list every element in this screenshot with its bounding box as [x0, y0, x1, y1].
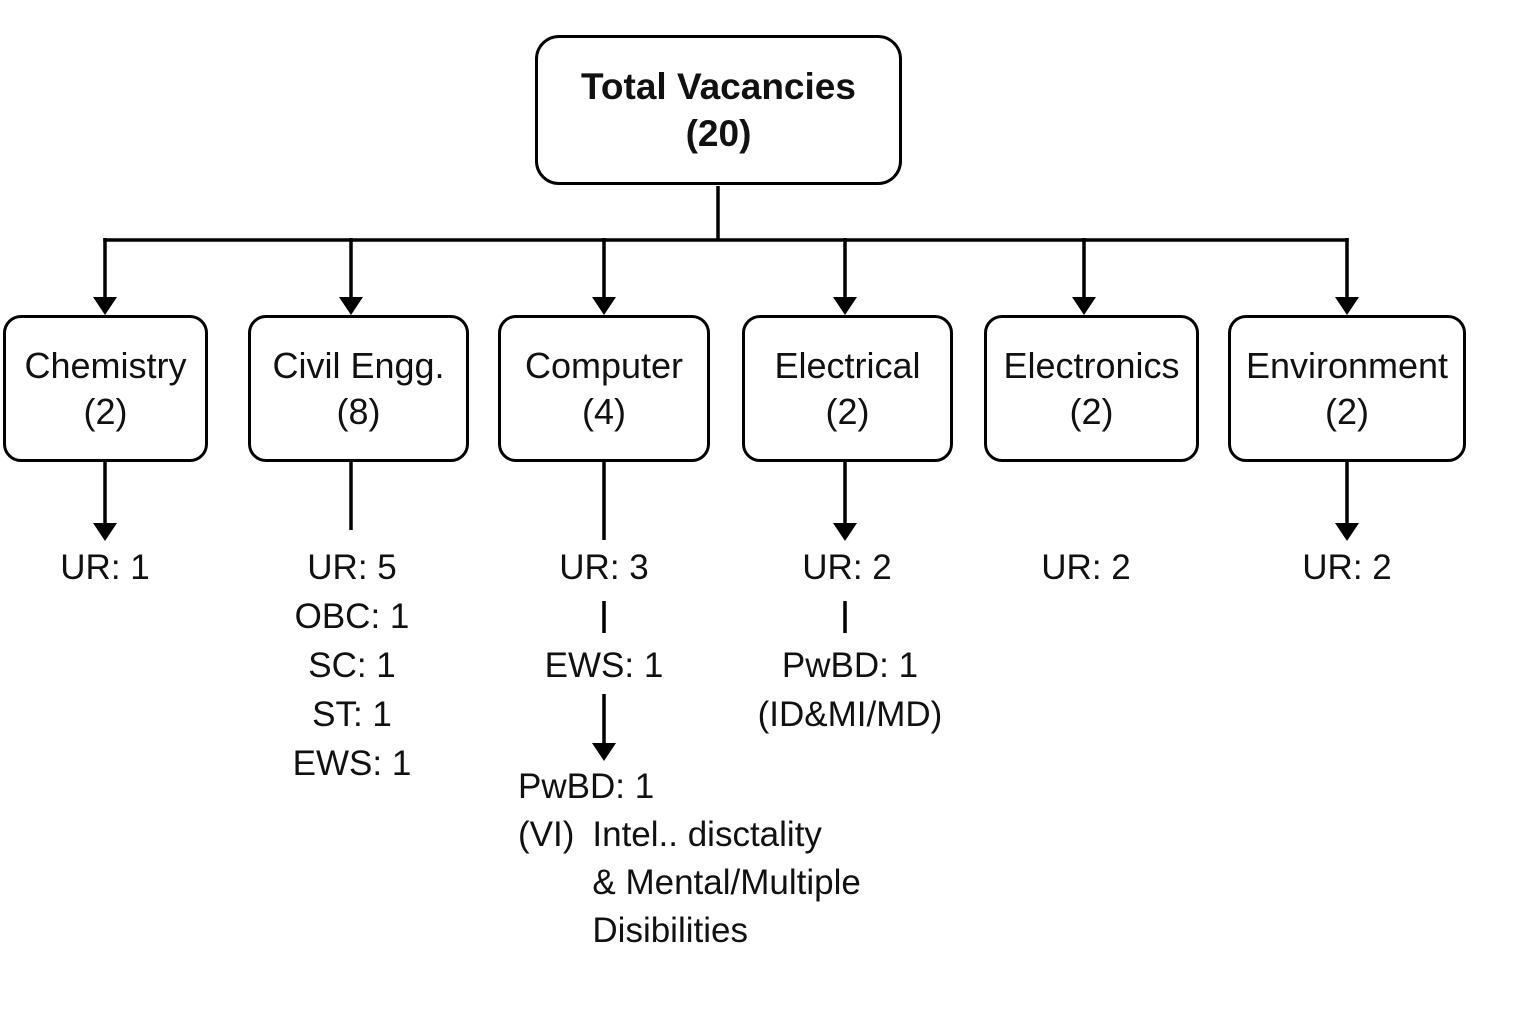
node-computer: Computer (4) [498, 315, 710, 462]
breakdown-electronics: UR: 2 [986, 543, 1186, 592]
breakdown-chemistry: UR: 1 [5, 543, 205, 592]
node-electrical: Electrical (2) [742, 315, 953, 462]
dept-count: (8) [336, 390, 381, 432]
breakdown-computer-ur: UR: 3 [504, 543, 704, 592]
breakdown-line: UR: 3 [559, 548, 649, 587]
breakdown-line: PwBD: 1 [781, 646, 919, 685]
node-civil-engg: Civil Engg. (8) [248, 315, 469, 462]
dept-name: Environment [1245, 344, 1449, 386]
breakdown-line: UR: 1 [60, 548, 150, 587]
root-count: (20) [685, 113, 752, 154]
breakdown-line: UR: 5 [307, 548, 397, 587]
breakdown-line: UR: 2 [802, 548, 892, 587]
breakdown-line: UR: 2 [1041, 548, 1131, 587]
breakdown-line: PwBD: 1 [518, 767, 655, 806]
breakdown-line: EWS: 1 [292, 744, 412, 783]
breakdown-line: OBC: 1 [294, 597, 410, 636]
arrowheads [93, 297, 1359, 761]
note-line: & Mental/Multiple [592, 863, 861, 902]
node-electronics: Electronics (2) [984, 315, 1199, 462]
dept-count: (2) [1069, 390, 1114, 432]
breakdown-environment: UR: 2 [1247, 543, 1447, 592]
breakdown-line: EWS: 1 [544, 646, 664, 685]
dept-name: Civil Engg. [272, 344, 445, 386]
breakdown-line: UR: 2 [1302, 548, 1392, 587]
node-chemistry: Chemistry (2) [3, 315, 208, 462]
note-line: (ID&MI/MD) [757, 695, 943, 734]
note-lines: Intel.. disctality & Mental/Multiple Dis… [592, 811, 860, 955]
pwbd-note: (VI) Intel.. disctality & Mental/Multipl… [518, 811, 861, 955]
node-environment: Environment (2) [1228, 315, 1466, 462]
breakdown-computer-pwbd: PwBD: 1 (VI) Intel.. disctality & Mental… [518, 763, 861, 955]
dept-count: (2) [83, 390, 128, 432]
breakdown-civil: UR: 5 OBC: 1 SC: 1 ST: 1 EWS: 1 [252, 543, 452, 788]
node-total-vacancies: Total Vacancies (20) [535, 35, 902, 185]
breakdown-electrical-pwbd: PwBD: 1 (ID&MI/MD) [700, 641, 1000, 739]
dept-name: Computer [524, 344, 684, 386]
dept-count: (2) [1325, 390, 1369, 432]
note-line: Disibilities [592, 911, 748, 950]
breakdown-computer-ews: EWS: 1 [504, 641, 704, 690]
breakdown-electrical-ur: UR: 2 [747, 543, 947, 592]
note-prefix: (VI) [518, 815, 575, 854]
breakdown-line: ST: 1 [312, 695, 392, 734]
root-label: Total Vacancies [581, 66, 856, 107]
dept-name: Electrical [774, 344, 921, 386]
dept-name: Chemistry [24, 344, 187, 386]
note-line: Intel.. disctality [592, 815, 822, 854]
dept-count: (2) [825, 390, 870, 432]
breakdown-line: SC: 1 [308, 646, 396, 685]
dept-count: (4) [582, 390, 626, 432]
dept-name: Electronics [1003, 344, 1180, 386]
